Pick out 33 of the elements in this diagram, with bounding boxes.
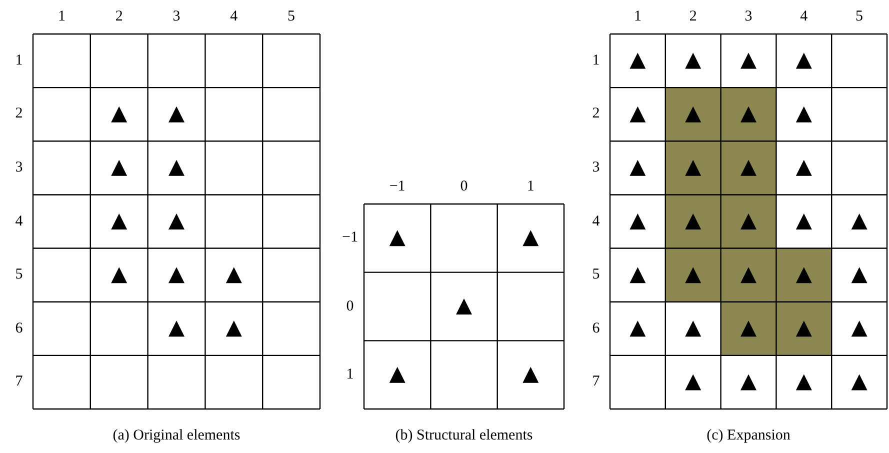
panel-caption: (c) Expansion: [706, 428, 790, 444]
column-number: 5: [856, 8, 864, 26]
row-number: 3: [592, 159, 600, 176]
column-number: 1: [634, 8, 642, 26]
row-number: 7: [15, 374, 23, 391]
row-number: 5: [592, 266, 600, 284]
column-number: 2: [689, 8, 697, 26]
row-number: 6: [15, 320, 23, 338]
row-number: 6: [592, 320, 600, 338]
column-number: −1: [389, 178, 406, 196]
row-number: 2: [15, 106, 23, 123]
column-number: 3: [172, 8, 180, 26]
column-number: 4: [230, 8, 238, 26]
row-number: 2: [592, 106, 600, 123]
column-number: 0: [460, 178, 468, 196]
panel-caption: (b) Structural elements: [395, 428, 533, 444]
row-number: 4: [15, 213, 23, 230]
row-number: 0: [346, 298, 354, 315]
row-number: 5: [15, 266, 23, 284]
column-number: 2: [115, 8, 123, 26]
row-number: 1: [346, 366, 354, 384]
row-number: −1: [342, 230, 358, 247]
column-number: 1: [58, 8, 66, 26]
column-number: 5: [288, 8, 296, 26]
row-number: 3: [15, 159, 23, 176]
column-number: 1: [526, 178, 534, 196]
row-number: 4: [592, 213, 600, 230]
row-number: 1: [592, 52, 600, 70]
column-number: 3: [744, 8, 752, 26]
row-number: 1: [15, 52, 23, 70]
panel-caption: (a) Original elements: [112, 428, 240, 444]
row-number: 7: [592, 374, 600, 391]
column-number: 4: [800, 8, 808, 26]
